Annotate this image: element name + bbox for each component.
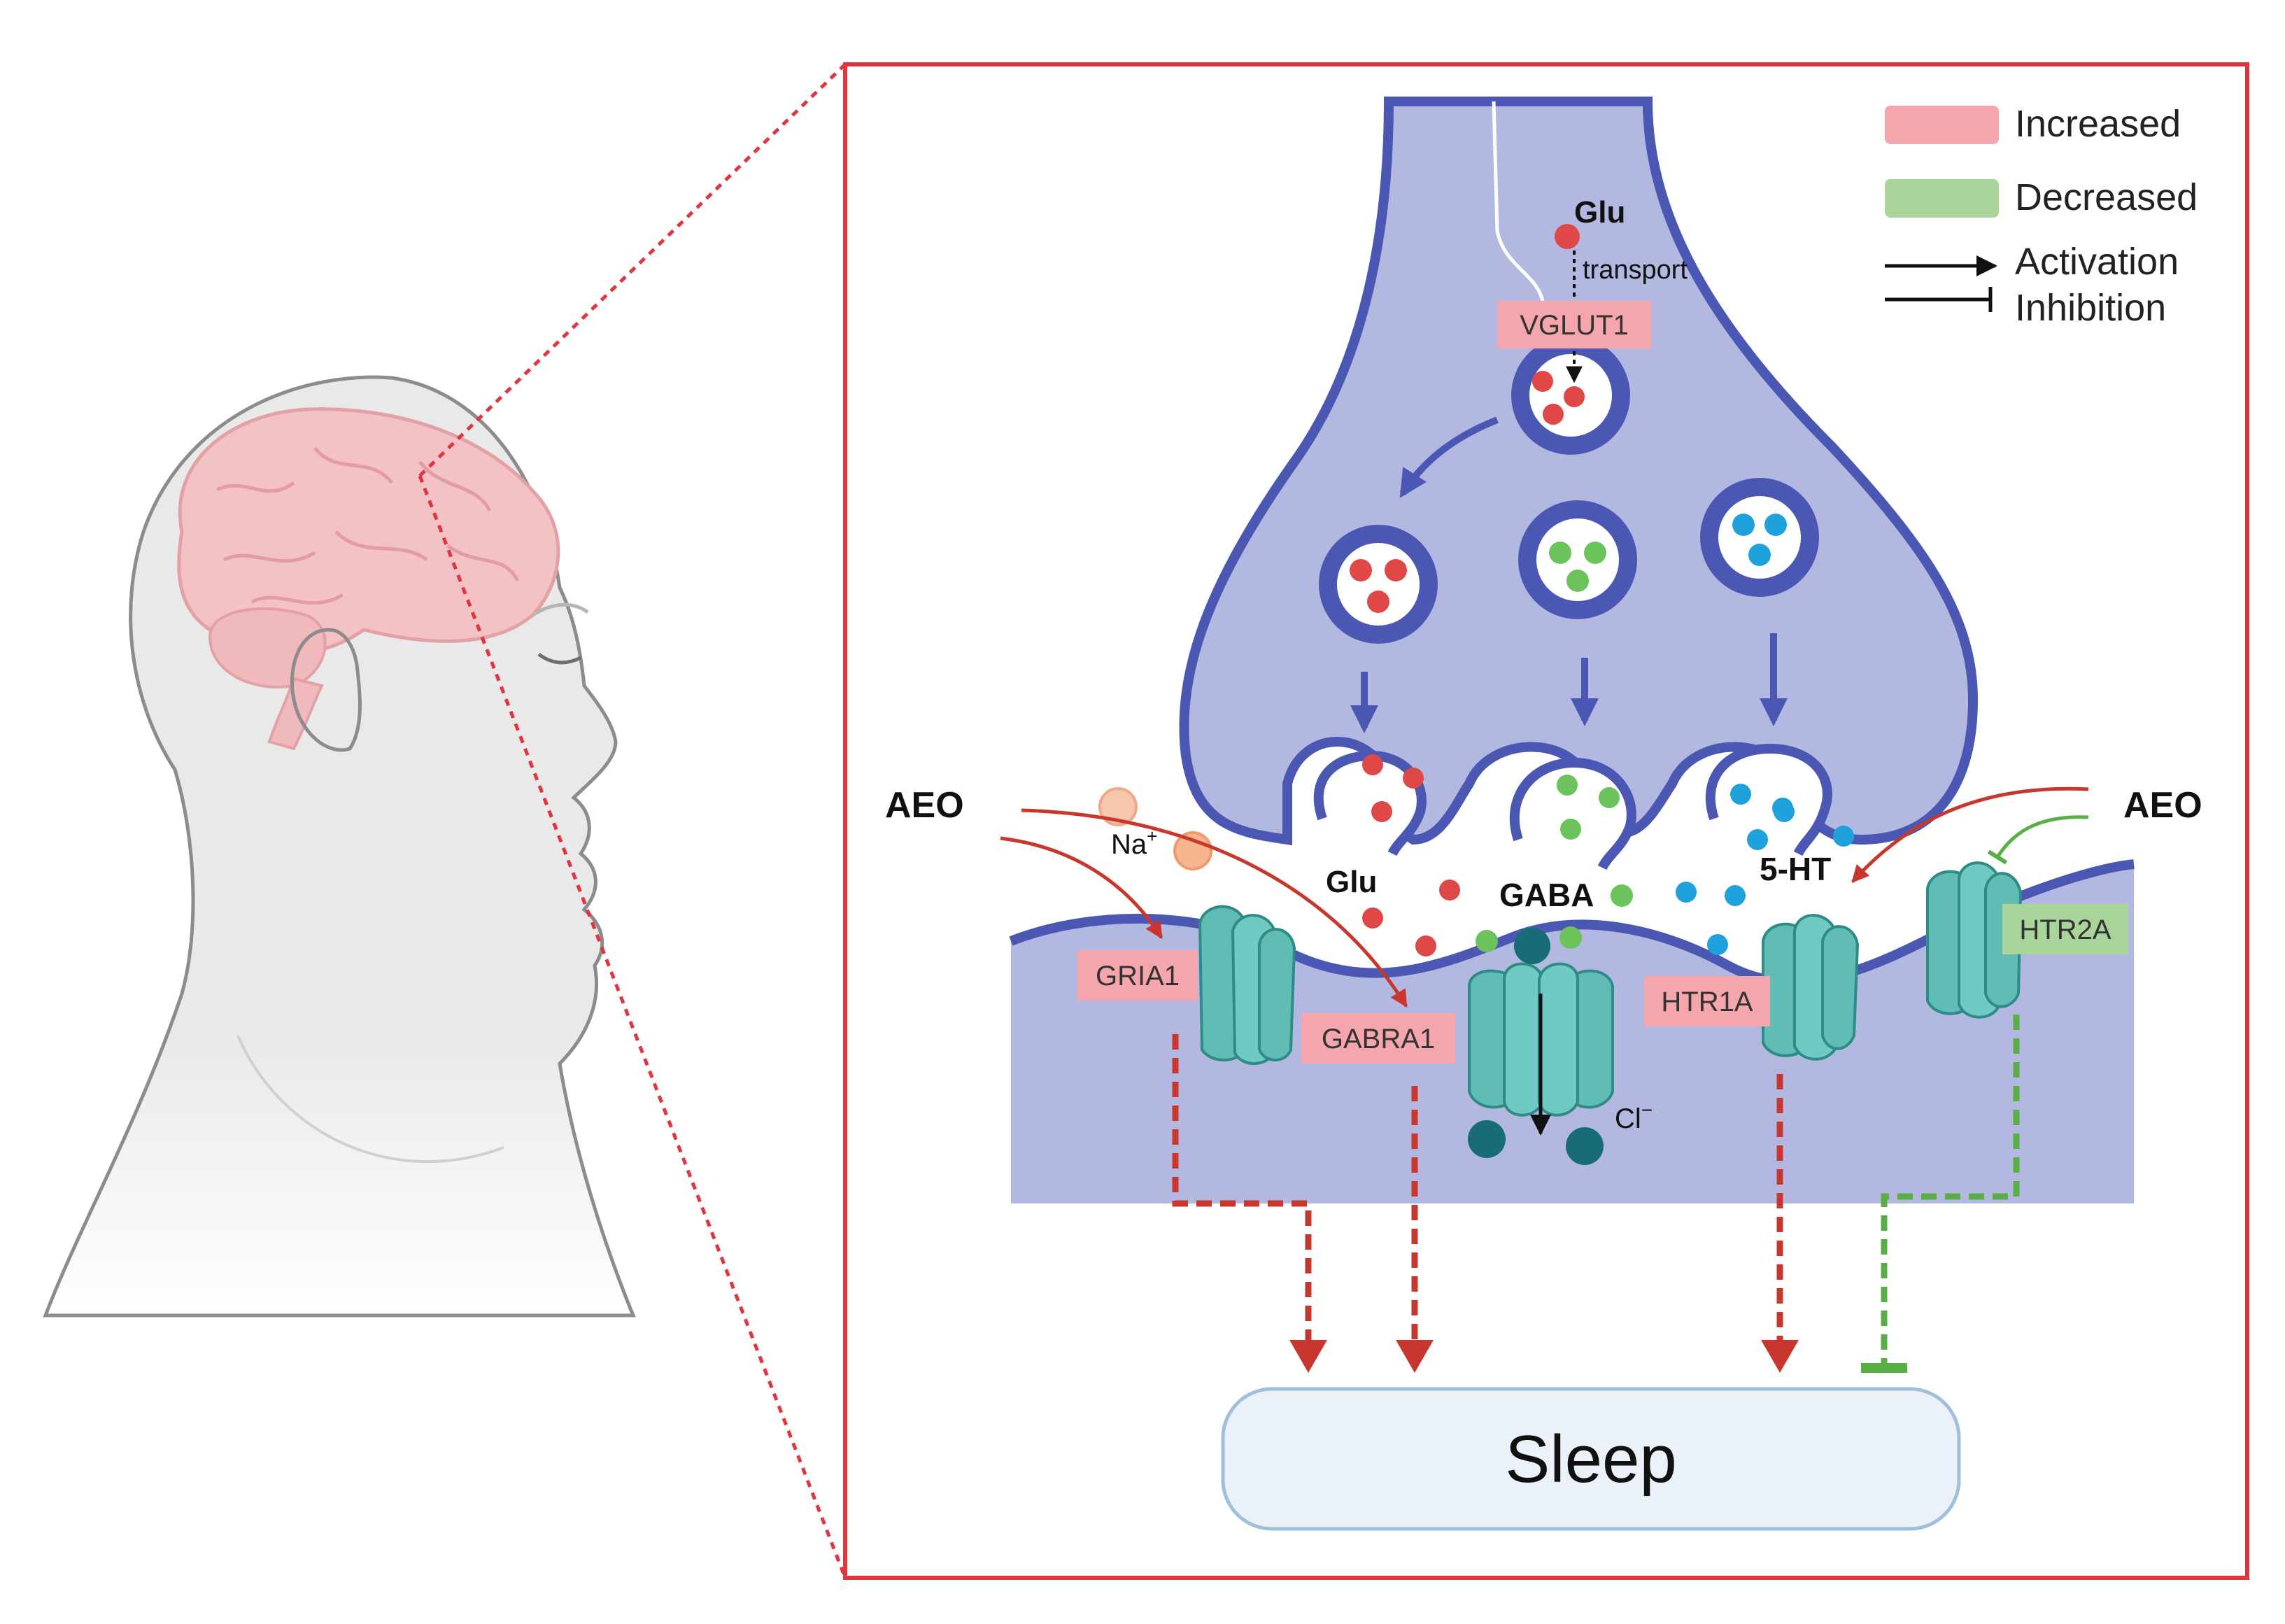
htr2a-label: HTR2A xyxy=(2019,915,2111,945)
legend: Increased Decreased Activation Inhibitio… xyxy=(1885,103,2198,329)
legend-decreased-swatch xyxy=(1885,179,1999,218)
gabra1-badge xyxy=(1301,1013,1455,1064)
fusing-vesicle-gaba xyxy=(1509,757,1636,870)
cl-ion-2 xyxy=(1566,1127,1604,1165)
legend-inhibition-label: Inhibition xyxy=(2015,287,2166,329)
gaba-dots-vesicle xyxy=(1549,542,1606,592)
htr2a-sleep-inhibition xyxy=(1881,1015,2020,1366)
glu-dots-cleft xyxy=(1362,880,1460,956)
glu-top-label: Glu xyxy=(1574,195,1625,230)
zoom-line-bottom xyxy=(418,475,847,1579)
vesicle-gaba xyxy=(1518,500,1637,619)
na-ion-1 xyxy=(1098,787,1138,826)
fusing-vesicle-glu xyxy=(1313,750,1427,856)
gabra1-sleep-arrowhead xyxy=(1396,1340,1434,1373)
axon-signal-line xyxy=(1492,101,1545,302)
gaba-dots-fusing xyxy=(1557,775,1620,840)
htr1a-sleep-arrowhead xyxy=(1761,1340,1799,1373)
cl-ion-label: Cl− xyxy=(1615,1099,1653,1134)
gaba-dots-cleft xyxy=(1476,884,1633,952)
htr1a-label: HTR1A xyxy=(1661,987,1753,1017)
htr1a-receptor xyxy=(1762,914,1860,1061)
legend-increased-label: Increased xyxy=(2015,103,2181,145)
gria1-sleep-pathway xyxy=(1172,1034,1312,1340)
glu-molecule-top xyxy=(1555,224,1580,249)
aeo-right-label: AEO xyxy=(2123,785,2202,826)
sleep-box xyxy=(1221,1387,1961,1531)
legend-increased-swatch xyxy=(1885,106,1999,144)
htr2a-badge xyxy=(2002,904,2128,954)
na-ion-label: Na+ xyxy=(1111,826,1157,860)
gaba-cleft-label: GABA xyxy=(1499,877,1594,913)
cl-ion-1 xyxy=(1468,1120,1506,1158)
vesicle-transfer-arrow xyxy=(1399,416,1499,498)
aeo-activation-arrow-htr1a xyxy=(1851,786,2089,883)
shoulder-line xyxy=(236,1035,504,1164)
human-head-illustration xyxy=(43,375,636,1318)
aeo-activation-arrow-gabra1 xyxy=(1021,808,1408,1008)
serotonin-cleft-label: 5-HT xyxy=(1760,851,1831,887)
gria1-receptor xyxy=(1198,905,1296,1065)
legend-decreased-label: Decreased xyxy=(2015,176,2198,218)
vglut1-label: VGLUT1 xyxy=(1520,310,1629,341)
transport-label: transport xyxy=(1583,255,1688,285)
glu-dots-vesicle-loading xyxy=(1532,371,1585,425)
glu-dots-fusing xyxy=(1362,754,1424,822)
vglut1-badge xyxy=(1497,301,1651,348)
gria1-label: GRIA1 xyxy=(1096,961,1180,991)
aeo-inhibition-arrow-htr2a xyxy=(1987,815,2089,865)
cerebellum xyxy=(208,607,327,689)
serotonin-dots-vesicle xyxy=(1732,514,1787,566)
ear xyxy=(290,628,362,752)
closed-eye xyxy=(537,652,582,665)
glu-cleft-label: Glu xyxy=(1326,865,1377,899)
aeo-activation-arrow-gria1 xyxy=(1000,836,1163,940)
vesicle-5ht xyxy=(1700,478,1819,597)
gabaa-channel xyxy=(1468,962,1614,1117)
gria1-badge xyxy=(1077,950,1198,1001)
aeo-left-label: AEO xyxy=(885,785,964,826)
gabra1-label: GABRA1 xyxy=(1322,1024,1435,1054)
na-ion-2 xyxy=(1173,831,1212,870)
fusing-vesicle-5ht xyxy=(1705,743,1832,856)
legend-activation-label: Activation xyxy=(2015,241,2179,283)
htr1a-badge xyxy=(1644,976,1770,1026)
brain-folds xyxy=(215,446,520,605)
serotonin-dots-cleft xyxy=(1676,801,1854,955)
sleep-label: Sleep xyxy=(1505,1422,1677,1497)
glu-dots-vesicle xyxy=(1350,559,1407,613)
gaba-bound-molecule xyxy=(1514,928,1550,964)
htr2a-inhibition-bar xyxy=(1861,1363,1907,1373)
vesicle-glu xyxy=(1319,525,1438,644)
zoom-line-top xyxy=(418,63,847,477)
brainstem xyxy=(267,677,324,751)
eyebrow xyxy=(530,602,589,618)
gria1-sleep-arrowhead xyxy=(1289,1340,1327,1373)
